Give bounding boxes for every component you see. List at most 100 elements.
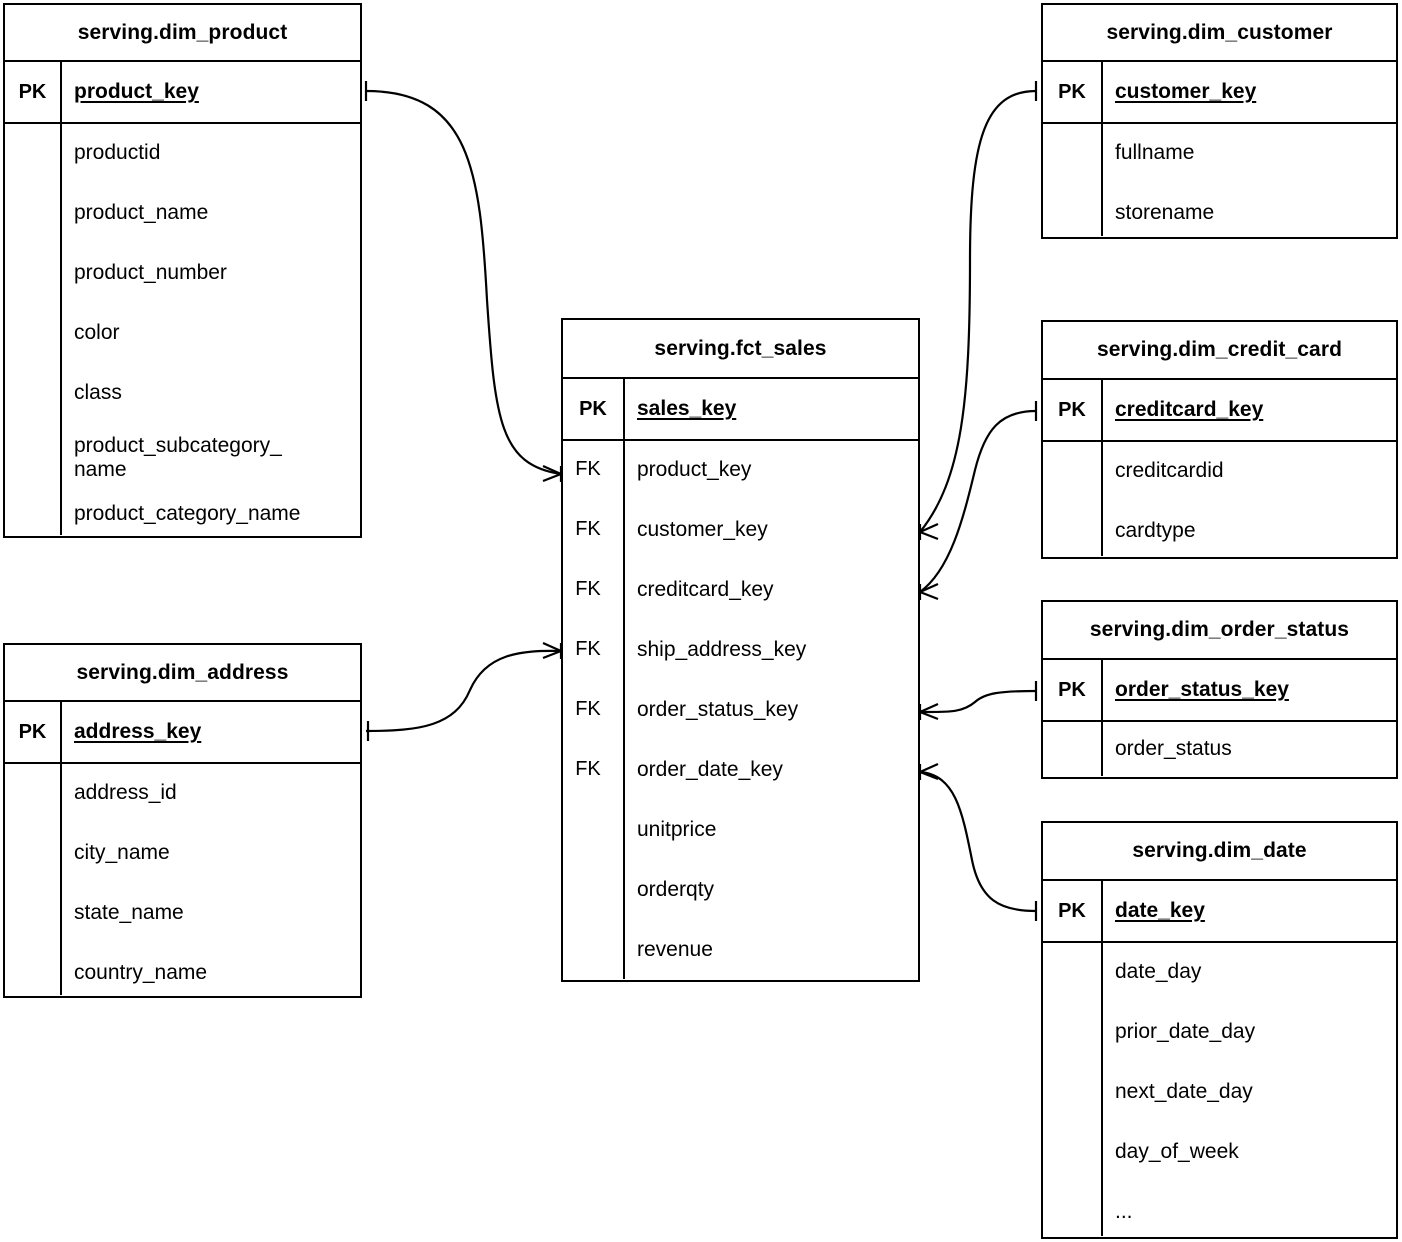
entity-pk-row-dim-credit-card: PK creditcard_key [1043, 380, 1396, 442]
relationship-product [364, 81, 563, 483]
attribute-key-gutter-dim-customer [1043, 124, 1103, 236]
attribute-row: city_name [74, 841, 170, 864]
relationship-line-product [365, 89, 562, 476]
fk-badge: FK [575, 758, 601, 780]
attribute-list-dim-address: address_id city_name state_name country_… [62, 764, 360, 995]
entity-fct-sales[interactable]: serving.fct_sales PK sales_key FK FK FK … [561, 318, 920, 982]
relationship-line-date [919, 770, 1037, 913]
entity-pk-row-dim-date: PK date_key [1043, 881, 1396, 943]
attribute-row: product_name [74, 201, 209, 224]
attribute-row: productid [74, 141, 161, 164]
attribute-block-dim-customer: fullname storename [1043, 124, 1396, 236]
attribute-row: next_date_day [1115, 1080, 1253, 1103]
attribute-row: product_category_name [74, 502, 301, 525]
pk-name-dim-address: address_key [74, 720, 202, 744]
attribute-list-fct-sales: product_key customer_key creditcard_key … [625, 441, 918, 979]
entity-title-fct-sales: serving.fct_sales [563, 320, 918, 379]
entity-dim-order-status[interactable]: serving.dim_order_status PK order_status… [1041, 600, 1398, 779]
entity-pk-row-dim-order-status: PK order_status_key [1043, 660, 1396, 722]
entity-title-dim-date: serving.dim_date [1043, 823, 1396, 881]
attribute-block-fct-sales: FK FK FK FK FK FK product_key customer_k… [563, 441, 918, 979]
pk-name-dim-date: date_key [1115, 899, 1205, 923]
pk-name-dim-customer: customer_key [1115, 80, 1257, 104]
attribute-row: country_name [74, 961, 208, 984]
relationship-date [918, 762, 1038, 921]
attribute-row: creditcardid [1115, 459, 1224, 482]
crowsfoot-product [542, 464, 563, 483]
attribute-list-dim-product: productid product_name product_number co… [62, 124, 360, 535]
attribute-row: product_subcategory_ name [74, 434, 282, 481]
attribute-row: revenue [637, 938, 713, 961]
relationship-line-orderstatus [919, 689, 1037, 714]
relationship-orderstatus [918, 681, 1038, 721]
attribute-row: order_date_key [637, 758, 783, 781]
attribute-row: cardtype [1115, 519, 1196, 542]
attribute-row: color [74, 321, 120, 344]
entity-dim-customer[interactable]: serving.dim_customer PK customer_key ful… [1041, 3, 1398, 239]
attribute-row: day_of_week [1115, 1140, 1239, 1163]
attribute-row: creditcard_key [637, 578, 774, 601]
attribute-row: ship_address_key [637, 638, 807, 661]
entity-pk-row-fct-sales: PK sales_key [563, 379, 918, 441]
attribute-list-dim-customer: fullname storename [1103, 124, 1396, 236]
entity-title-dim-address: serving.dim_address [5, 645, 360, 702]
relationship-customer [918, 81, 1038, 541]
entity-dim-address[interactable]: serving.dim_address PK address_key addre… [3, 643, 362, 998]
crowsfoot-date [918, 762, 939, 781]
attribute-list-dim-date: date_day prior_date_day next_date_day da… [1103, 943, 1396, 1236]
pk-name-fct-sales: sales_key [637, 397, 737, 421]
entity-dim-product[interactable]: serving.dim_product PK product_key produ… [3, 3, 362, 538]
attribute-row: product_number [74, 261, 227, 284]
attribute-row: address_id [74, 781, 177, 804]
crowsfoot-customer [918, 522, 939, 541]
relationship-line-creditcard [919, 409, 1037, 593]
entity-title-dim-credit-card: serving.dim_credit_card [1043, 322, 1396, 380]
entity-pk-row-dim-customer: PK customer_key [1043, 62, 1396, 124]
attribute-key-gutter-dim-date [1043, 943, 1103, 1236]
crowsfoot-creditcard [918, 582, 939, 601]
attribute-list-dim-credit-card: creditcardid cardtype [1103, 442, 1396, 556]
fk-badge: FK [575, 578, 601, 600]
attribute-key-gutter-dim-credit-card [1043, 442, 1103, 556]
attribute-row: unitprice [637, 818, 717, 841]
pk-name-dim-product: product_key [74, 80, 199, 104]
attribute-key-gutter-dim-order-status [1043, 722, 1103, 776]
attribute-row: prior_date_day [1115, 1020, 1256, 1043]
attribute-block-dim-address: address_id city_name state_name country_… [5, 764, 360, 995]
attribute-row: storename [1115, 201, 1215, 224]
attribute-row: state_name [74, 901, 184, 924]
entity-dim-credit-card[interactable]: serving.dim_credit_card PK creditcard_ke… [1041, 320, 1398, 559]
entity-title-dim-order-status: serving.dim_order_status [1043, 602, 1396, 660]
pk-badge-fct-sales: PK [563, 379, 625, 439]
attribute-block-dim-product: productid product_name product_number co… [5, 124, 360, 535]
attribute-row: fullname [1115, 141, 1195, 164]
attribute-row: product_key [637, 458, 752, 481]
crowsfoot-orderstatus [918, 702, 939, 721]
entity-title-dim-customer: serving.dim_customer [1043, 5, 1396, 62]
fk-badge: FK [575, 698, 601, 720]
crowsfoot-address [542, 641, 563, 660]
fk-badge: FK [575, 638, 601, 660]
pk-badge-dim-date: PK [1043, 881, 1103, 941]
pk-name-dim-credit-card: creditcard_key [1115, 398, 1264, 422]
attribute-block-dim-credit-card: creditcardid cardtype [1043, 442, 1396, 556]
fk-badge: FK [575, 458, 601, 480]
entity-title-dim-product: serving.dim_product [5, 5, 360, 62]
pk-badge-dim-customer: PK [1043, 62, 1103, 122]
relationship-address [365, 641, 563, 741]
entity-dim-date[interactable]: serving.dim_date PK date_key date_day pr… [1041, 821, 1398, 1239]
entity-pk-row-dim-address: PK address_key [5, 702, 360, 764]
pk-badge-dim-address: PK [5, 702, 62, 762]
attribute-row: order_status_key [637, 698, 799, 721]
attribute-row: order_status [1115, 737, 1232, 760]
attribute-block-dim-order-status: order_status [1043, 722, 1396, 776]
pk-badge-dim-product: PK [5, 62, 62, 122]
entity-pk-row-dim-product: PK product_key [5, 62, 360, 124]
attribute-key-gutter-dim-address [5, 764, 62, 995]
pk-name-dim-order-status: order_status_key [1115, 678, 1289, 702]
relationship-creditcard [918, 401, 1038, 601]
relationship-line-customer [919, 89, 1037, 533]
relationship-line-address [365, 649, 562, 733]
attribute-list-dim-order-status: order_status [1103, 722, 1396, 776]
